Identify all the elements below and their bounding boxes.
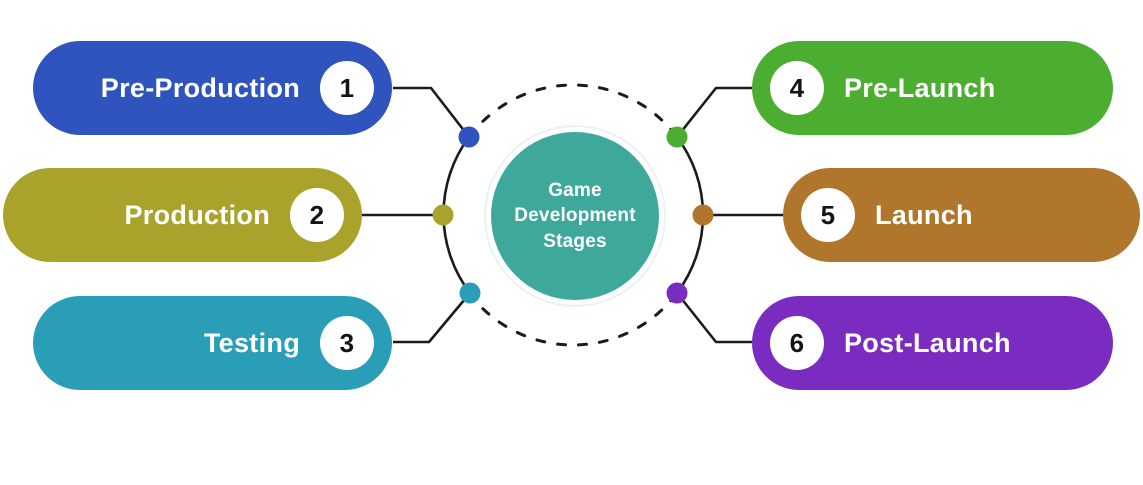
stage-pill-pre-production: Pre-Production 1 <box>33 41 392 135</box>
center-title: Game Development Stages <box>514 180 636 252</box>
stage-label: Pre-Launch <box>844 72 996 103</box>
stage-number-badge: 6 <box>770 316 824 370</box>
stage-6-node-dot <box>666 282 688 304</box>
stage-number-badge: 2 <box>290 188 344 242</box>
stage-label: Post-Launch <box>844 327 1011 358</box>
stage-5-node-dot <box>692 204 714 226</box>
stage-pill-launch: 5 Launch <box>783 168 1140 262</box>
stage-number-badge: 5 <box>801 188 855 242</box>
connector-stage-6 <box>675 292 752 344</box>
stage-pill-production: Production 2 <box>3 168 362 262</box>
stage-pill-post-launch: 6 Post-Launch <box>752 296 1113 390</box>
connector-stage-1 <box>393 86 471 138</box>
stage-3-node-dot <box>459 282 481 304</box>
stage-number-badge: 1 <box>320 61 374 115</box>
center-circle: Game Development Stages <box>491 132 659 300</box>
stage-2-node-dot <box>432 204 454 226</box>
connector-stage-3 <box>393 292 471 344</box>
stage-pill-testing: Testing 3 <box>33 296 392 390</box>
connector-stage-4 <box>675 86 752 138</box>
stage-label: Testing <box>203 327 300 358</box>
dashed-ring-bottom-arc <box>467 291 679 347</box>
stage-number-badge: 3 <box>320 316 374 370</box>
stage-label: Launch <box>875 199 973 230</box>
dashed-ring-top-arc <box>467 83 679 139</box>
stage-1-node-dot <box>458 126 480 148</box>
stage-label: Production <box>124 199 270 230</box>
stage-pill-pre-launch: 4 Pre-Launch <box>752 41 1113 135</box>
stage-number-badge: 4 <box>770 61 824 115</box>
stage-4-node-dot <box>666 126 688 148</box>
stage-label: Pre-Production <box>100 72 300 103</box>
